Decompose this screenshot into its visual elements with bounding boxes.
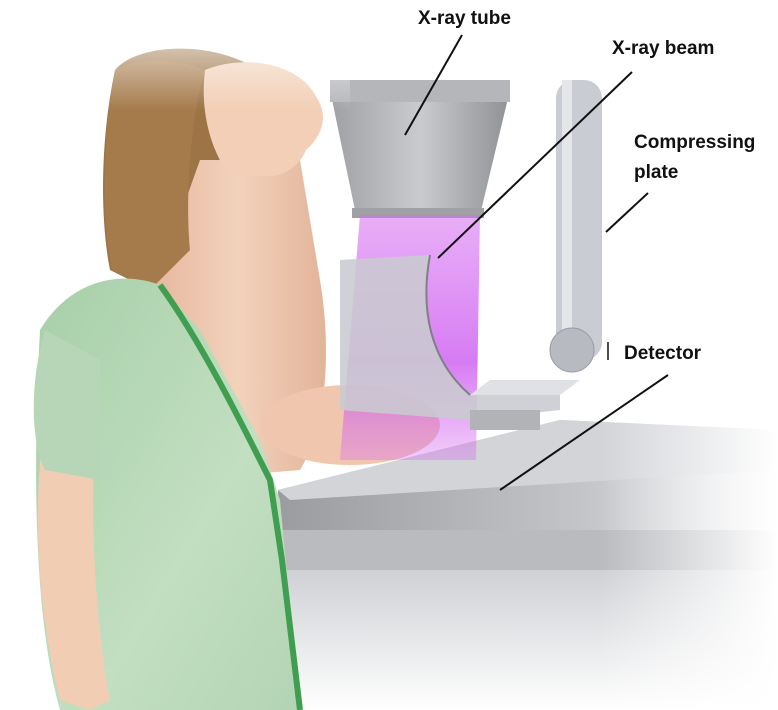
xray-tube: [330, 80, 510, 218]
leader-compressing-plate: [606, 193, 648, 232]
label-detector: Detector: [624, 343, 702, 364]
arm-joint: [550, 328, 594, 372]
label-compressing-plate-line2: plate: [634, 162, 678, 183]
label-compressing-plate-line1: Compressing: [634, 132, 755, 153]
label-xray-tube: X-ray tube: [418, 8, 511, 29]
machine-column: [550, 80, 602, 372]
label-xray-beam: X-ray beam: [612, 38, 714, 59]
